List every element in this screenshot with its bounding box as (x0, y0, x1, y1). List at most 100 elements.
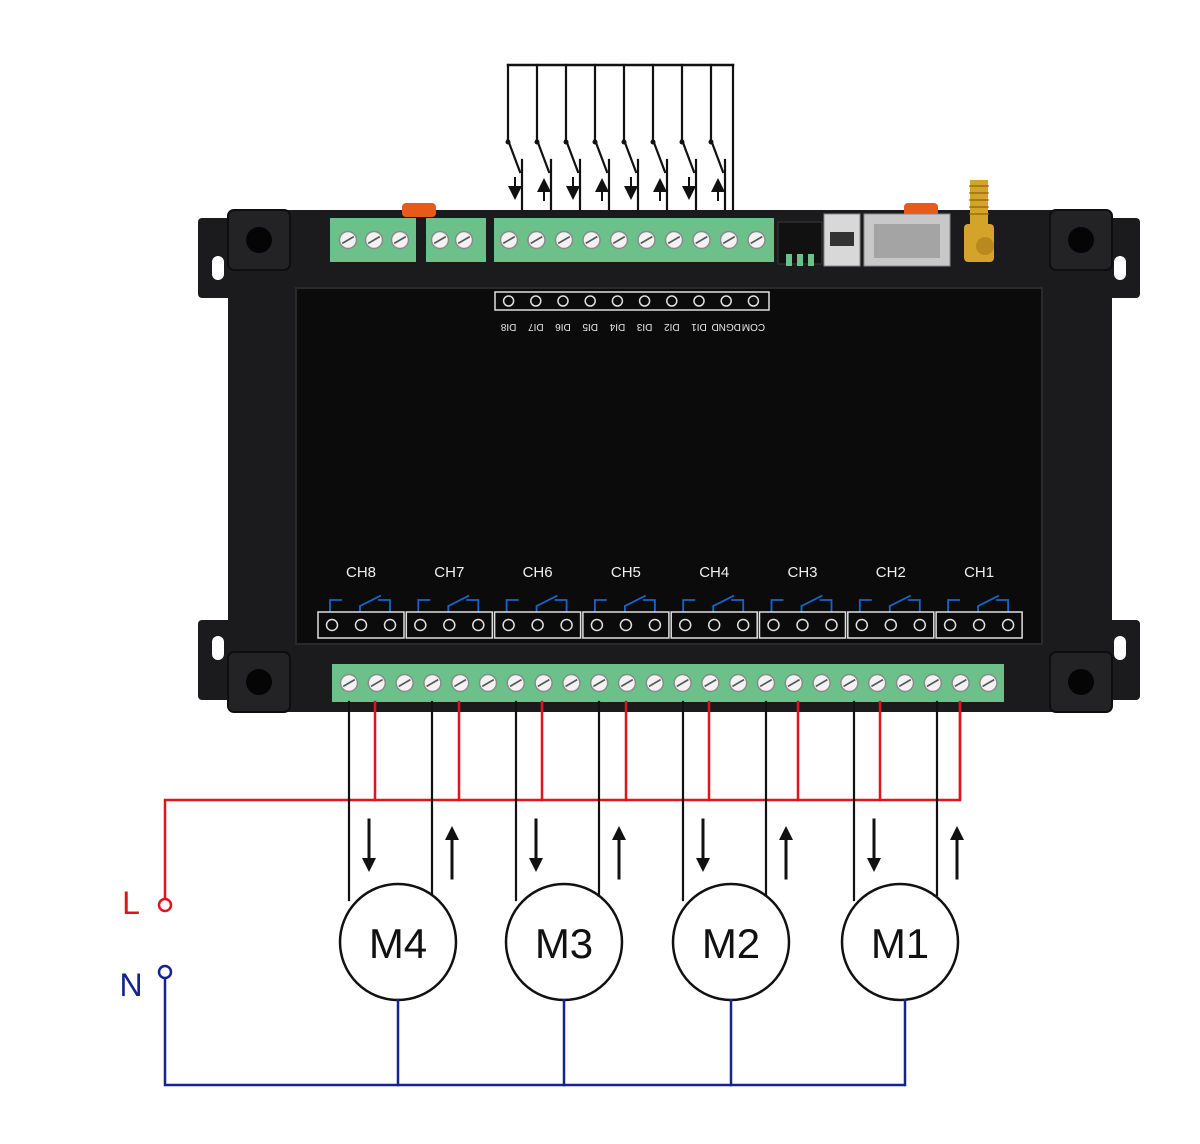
header-pin (786, 254, 792, 266)
terminal-screw (701, 673, 720, 693)
motor-icon (840, 882, 960, 1002)
down-arrow-icon (508, 177, 522, 200)
di-terminal-icon (557, 295, 569, 307)
motor-m4: M4 (338, 882, 458, 1002)
terminal-screw (673, 673, 692, 693)
header-pin (808, 254, 814, 266)
terminal-screw (478, 673, 498, 693)
terminal-screw (450, 673, 470, 693)
terminal-screw (339, 673, 359, 693)
mount-slot (1114, 636, 1126, 660)
terminal-screw (728, 673, 748, 693)
motor-m1: M1 (840, 882, 960, 1002)
relay-symbol-icon (935, 594, 1023, 639)
di-terminal-icon (584, 295, 596, 307)
relay-symbol-icon (405, 594, 494, 639)
live-label: L (122, 885, 140, 921)
live-terminal-icon (157, 897, 173, 913)
channel-label: CH2 (876, 564, 906, 581)
di-label: DGND (711, 321, 740, 332)
antenna-joint (976, 237, 994, 255)
channel-label: CH1 (964, 564, 994, 581)
terminal-screw (534, 673, 553, 693)
channel-label: CH6 (523, 564, 553, 581)
terminal-screw (664, 230, 684, 250)
di-terminal-icon (530, 295, 542, 307)
di-label: DI3 (636, 321, 652, 332)
di-label: DI1 (691, 321, 707, 332)
mount-hole (246, 227, 272, 253)
terminal-screw (923, 673, 943, 693)
up-arrow-icon (711, 178, 725, 201)
mount-hole (1068, 227, 1094, 253)
di-terminal-icon (502, 295, 515, 307)
di-terminal-icon (747, 295, 760, 307)
input-switch (563, 63, 582, 224)
motor-label: M1 (871, 920, 929, 967)
front-panel (295, 287, 1043, 645)
down-arrow-icon (867, 818, 881, 872)
channel-label: CH5 (611, 564, 641, 581)
terminal-screw (430, 230, 450, 250)
relay-symbol-icon (847, 594, 935, 639)
relay-symbol-icon (758, 594, 847, 639)
input-switch (650, 63, 669, 224)
down-arrow-icon (566, 177, 580, 200)
channel-label: CH8 (346, 564, 376, 581)
terminal-screw (338, 230, 358, 250)
up-arrow-icon (779, 826, 793, 880)
mount-slot (212, 636, 224, 660)
relay-symbol-icon (670, 594, 758, 639)
motor-label: M4 (369, 920, 427, 967)
terminal-screw (454, 230, 474, 250)
terminal-screw (364, 230, 384, 250)
di-terminal-icon (666, 295, 678, 307)
di-label-frame (494, 291, 770, 311)
input-switch (534, 63, 553, 224)
terminal-screw (637, 230, 656, 250)
terminal-block-relay (332, 664, 1004, 702)
mount-slot (212, 256, 224, 280)
di-label: DI6 (555, 321, 571, 332)
terminal-screw (840, 673, 859, 693)
di-label: DI8 (500, 321, 516, 332)
header-pin (797, 254, 803, 266)
terminal-screw (506, 673, 526, 693)
input-switch (621, 63, 640, 224)
relay-symbol-icon (582, 594, 670, 639)
live-bus-wire (163, 702, 962, 900)
terminal-screw (692, 230, 711, 250)
down-arrow-icon (529, 818, 543, 872)
di-label: DI5 (582, 321, 598, 332)
di-terminal-icon (693, 295, 705, 307)
terminal-screw (756, 673, 776, 693)
di-label: COM (742, 321, 765, 332)
up-arrow-icon (612, 826, 626, 880)
di-label: DI4 (609, 321, 625, 332)
terminal-screw (562, 673, 581, 693)
terminal-screw (951, 673, 970, 693)
terminal-screw (582, 230, 601, 250)
down-arrow-icon (696, 818, 710, 872)
mount-hole (1068, 669, 1094, 695)
down-arrow-icon (362, 818, 376, 872)
di-terminal-icon (611, 295, 624, 307)
channel-label: CH7 (434, 564, 464, 581)
neutral-bus-wire (163, 978, 905, 1087)
terminal-screw (895, 673, 915, 693)
down-arrow-icon (682, 177, 696, 200)
mount-hole (246, 669, 272, 695)
terminal-screw (867, 673, 887, 693)
relay-symbol-icon (493, 594, 582, 639)
terminal-screw (527, 230, 546, 250)
up-arrow-icon (537, 178, 551, 201)
terminal-screw (395, 673, 414, 693)
terminal-screw (499, 230, 519, 250)
terminal-screw (812, 673, 831, 693)
channel-label: CH3 (787, 564, 817, 581)
input-switch (679, 63, 698, 224)
up-arrow-icon (595, 178, 609, 201)
terminal-screw (645, 673, 665, 693)
